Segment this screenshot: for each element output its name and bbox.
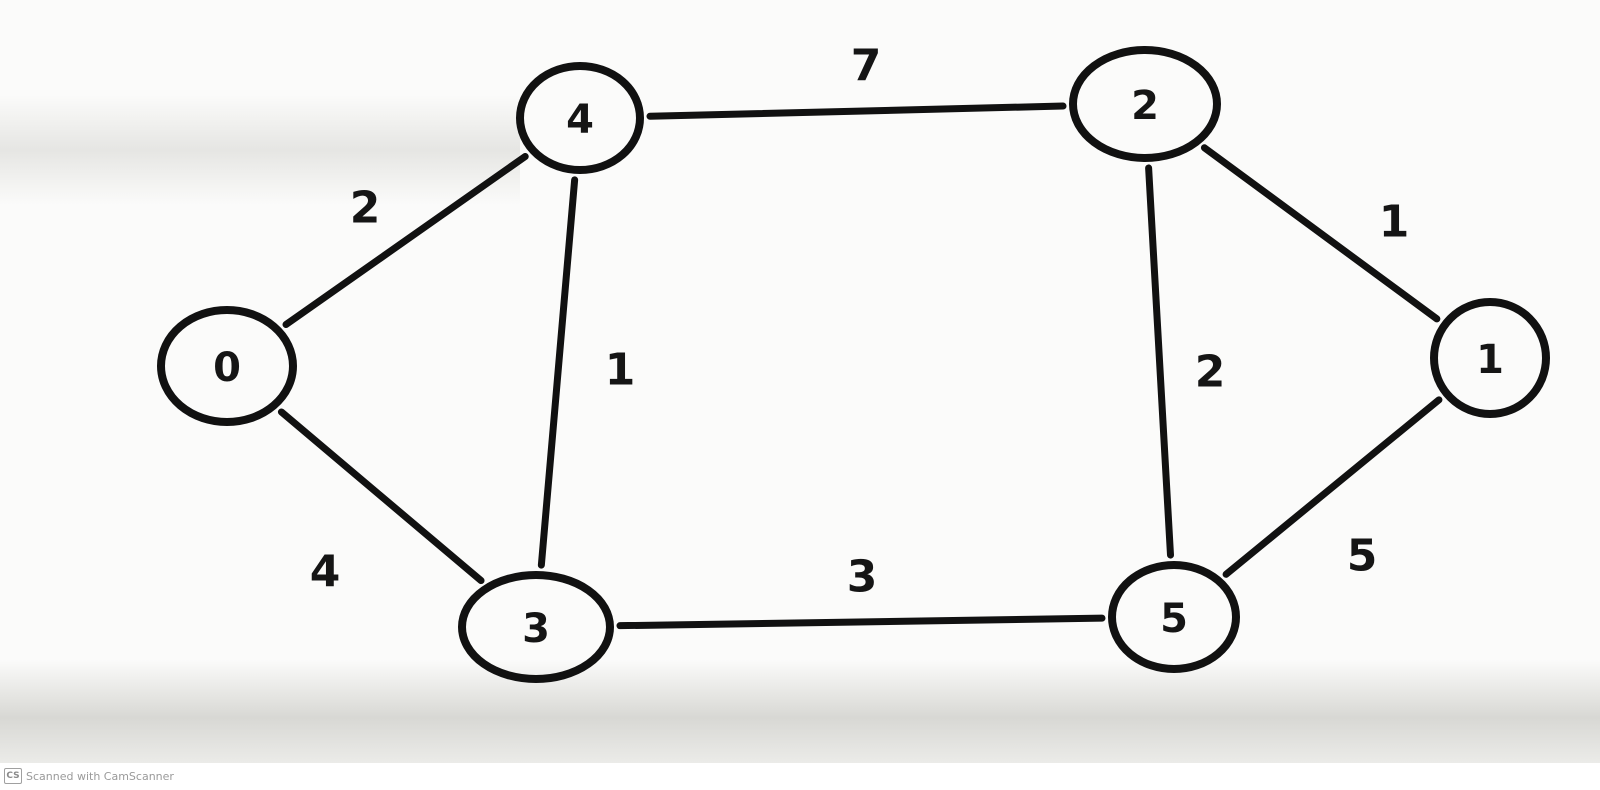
edge-weight-2-1: 1 <box>1379 197 1410 248</box>
edge-weight-4-3: 1 <box>605 345 636 396</box>
node-3: 3 <box>458 571 614 683</box>
edge-1-5 <box>1222 396 1443 578</box>
edge-0-4 <box>282 152 529 329</box>
footer-strip <box>0 763 1600 790</box>
node-3-label: 3 <box>522 606 550 652</box>
edge-4-3 <box>537 176 579 569</box>
camscanner-icon: CS <box>4 768 22 784</box>
node-0-circle <box>157 306 297 426</box>
edge-weight-1-5: 5 <box>1347 531 1378 582</box>
edge-weight-4-2: 7 <box>851 41 882 92</box>
node-1-circle <box>1430 298 1550 418</box>
node-4-circle <box>516 62 644 174</box>
scan-shadow-bottom <box>0 660 1600 765</box>
node-5-label: 5 <box>1160 596 1188 642</box>
edge-weight-0-4: 2 <box>350 183 381 234</box>
node-5-circle <box>1108 561 1240 673</box>
edge-2-1 <box>1200 144 1441 323</box>
edge-3-5 <box>616 614 1106 630</box>
node-2-circle <box>1069 46 1221 162</box>
node-4-label: 4 <box>566 97 594 143</box>
scanner-watermark: CS Scanned with CamScanner <box>4 768 174 784</box>
node-5: 5 <box>1108 561 1240 673</box>
node-4: 4 <box>516 62 644 174</box>
node-2-label: 2 <box>1131 83 1159 129</box>
edge-weight-3-5: 3 <box>847 552 878 603</box>
edge-weight-2-5: 2 <box>1195 347 1226 398</box>
node-2: 2 <box>1069 46 1221 162</box>
scan-shadow-top <box>0 95 520 205</box>
node-0: 0 <box>157 306 297 426</box>
edge-4-2 <box>646 102 1067 120</box>
node-3-circle <box>458 571 614 683</box>
scanner-watermark-text: Scanned with CamScanner <box>26 769 174 783</box>
edge-2-5 <box>1145 164 1174 559</box>
edge-weight-0-3: 4 <box>310 547 341 598</box>
node-0-label: 0 <box>213 345 241 391</box>
edge-0-3 <box>277 408 485 585</box>
node-1: 1 <box>1430 298 1550 418</box>
node-1-label: 1 <box>1476 337 1504 383</box>
